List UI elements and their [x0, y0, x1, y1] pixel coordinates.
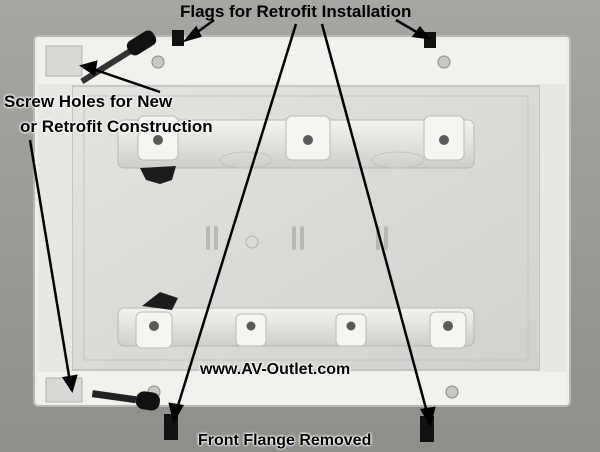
retrofit-screw-bottom: [91, 390, 160, 411]
pocket-top-left: [45, 45, 83, 77]
bottom-wing-clip: [142, 292, 178, 310]
screw-holes-annotation-line2: or Retrofit Construction: [20, 117, 213, 136]
screw-holes-annotation-line1: Screw Holes for New: [4, 92, 173, 111]
floor-knob: [245, 235, 259, 249]
bottom-rail: [117, 307, 475, 347]
front-flange-annotation: Front Flange Removed: [198, 432, 372, 449]
floor-slot-2: [214, 226, 218, 250]
annotation-arrows: [28, 18, 436, 428]
top-boss-right-hole: [439, 135, 449, 145]
flags-annotation: Flags for Retrofit Installation: [180, 2, 412, 21]
top-boss-center-hole: [303, 135, 313, 145]
top-boss-left-hole: [153, 135, 163, 145]
flag-top-left: [172, 30, 184, 46]
screw-bottom-right: [445, 385, 459, 399]
screw-top-right: [437, 55, 451, 69]
bottom-boss-mid1-hole: [246, 321, 256, 331]
screw-top-left: [151, 55, 165, 69]
knockout-top-2: [371, 151, 425, 169]
floor-slot-4: [300, 226, 304, 250]
pocket-bottom-left: [45, 377, 83, 403]
right-rim: [540, 84, 566, 372]
top-wing-clip: [140, 166, 176, 184]
bottom-boss-left-hole: [149, 321, 159, 331]
cavity-inner-wall: [83, 95, 529, 361]
floor-slot-6: [384, 226, 388, 250]
floor-slot-3: [292, 226, 296, 250]
website-watermark: www.AV-Outlet.com: [200, 361, 351, 378]
top-ledge: [38, 40, 566, 84]
bottom-boss-right-hole: [443, 321, 453, 331]
floor-slot-1: [206, 226, 210, 250]
bottom-boss-mid2-hole: [346, 321, 356, 331]
knockout-top: [219, 151, 273, 169]
